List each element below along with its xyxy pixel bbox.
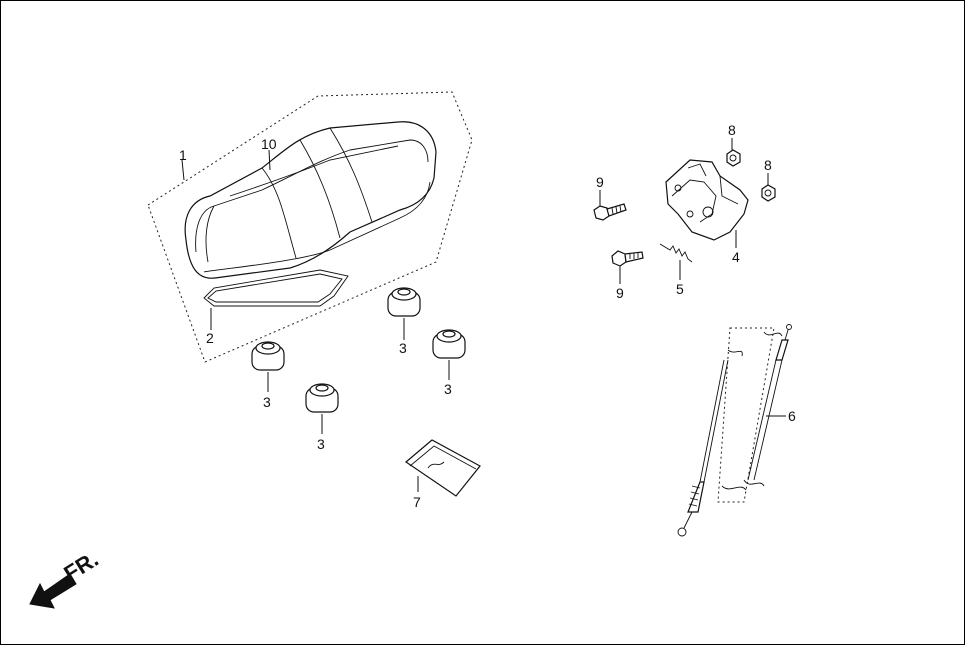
- seat-group-boundary: [147, 91, 473, 363]
- seat-lock-bracket: [665, 159, 749, 241]
- seat-lock-cable: [677, 324, 792, 537]
- rubber-bumper: [387, 287, 421, 317]
- callout-3: 3: [399, 340, 407, 356]
- callout-6: 6: [788, 408, 796, 424]
- front-direction-arrow-icon: [29, 573, 77, 609]
- callout-5: 5: [676, 281, 684, 297]
- rubber-bumper: [251, 341, 285, 371]
- rubber-bumper: [432, 329, 466, 359]
- rubber-bumper: [305, 383, 339, 413]
- callout-1: 1: [179, 147, 187, 163]
- callout-3: 3: [444, 381, 452, 397]
- callout-7: 7: [413, 494, 421, 510]
- callout-9: 9: [616, 285, 624, 301]
- spring: [659, 243, 693, 263]
- callout-8: 8: [764, 157, 772, 173]
- seat-seal: [203, 269, 349, 307]
- seat: [184, 121, 437, 279]
- callout-9: 9: [596, 174, 604, 190]
- cable-break-boundary: [717, 327, 775, 503]
- callout-10: 10: [261, 136, 277, 152]
- nut: [761, 184, 776, 202]
- callout-4: 4: [732, 249, 740, 265]
- manual-booklet: [405, 439, 481, 497]
- bolt: [611, 250, 644, 267]
- nut: [726, 149, 741, 167]
- callout-3: 3: [263, 394, 271, 410]
- callout-2: 2: [206, 330, 214, 346]
- callout-3: 3: [317, 436, 325, 452]
- bolt: [593, 203, 627, 221]
- callout-8: 8: [728, 122, 736, 138]
